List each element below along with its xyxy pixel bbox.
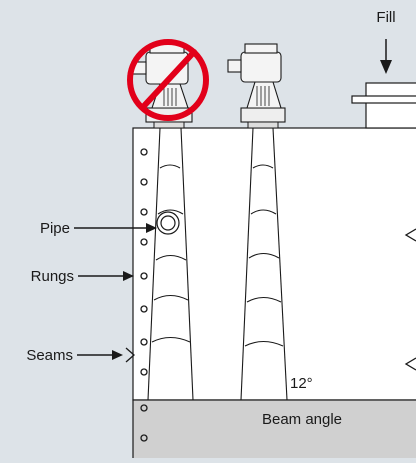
- pipe-label: Pipe: [40, 220, 70, 237]
- rungs-label: Rungs: [31, 268, 74, 285]
- tank: [132, 127, 416, 463]
- ladder-rungs: [140, 148, 148, 442]
- beam-left: [147, 127, 194, 401]
- beam-right: [240, 127, 288, 401]
- callout-seams: [77, 347, 135, 363]
- pipe-obstruction: [156, 211, 180, 235]
- product-level: [132, 399, 416, 463]
- radar-device-right: [227, 43, 286, 129]
- callout-pipe: [74, 223, 157, 233]
- callout-rungs: [78, 271, 134, 281]
- fill-arrow-head: [380, 60, 392, 74]
- fill-label: Fill: [376, 9, 395, 26]
- tank-vessel: [132, 127, 416, 401]
- beam-angle-label: Beam angle: [262, 411, 342, 428]
- seam-markers: [404, 228, 416, 371]
- no-entry-icon: [127, 39, 209, 121]
- angle-label: 12°: [290, 375, 313, 392]
- fill-inlet: [351, 39, 416, 129]
- seams-label: Seams: [26, 347, 73, 364]
